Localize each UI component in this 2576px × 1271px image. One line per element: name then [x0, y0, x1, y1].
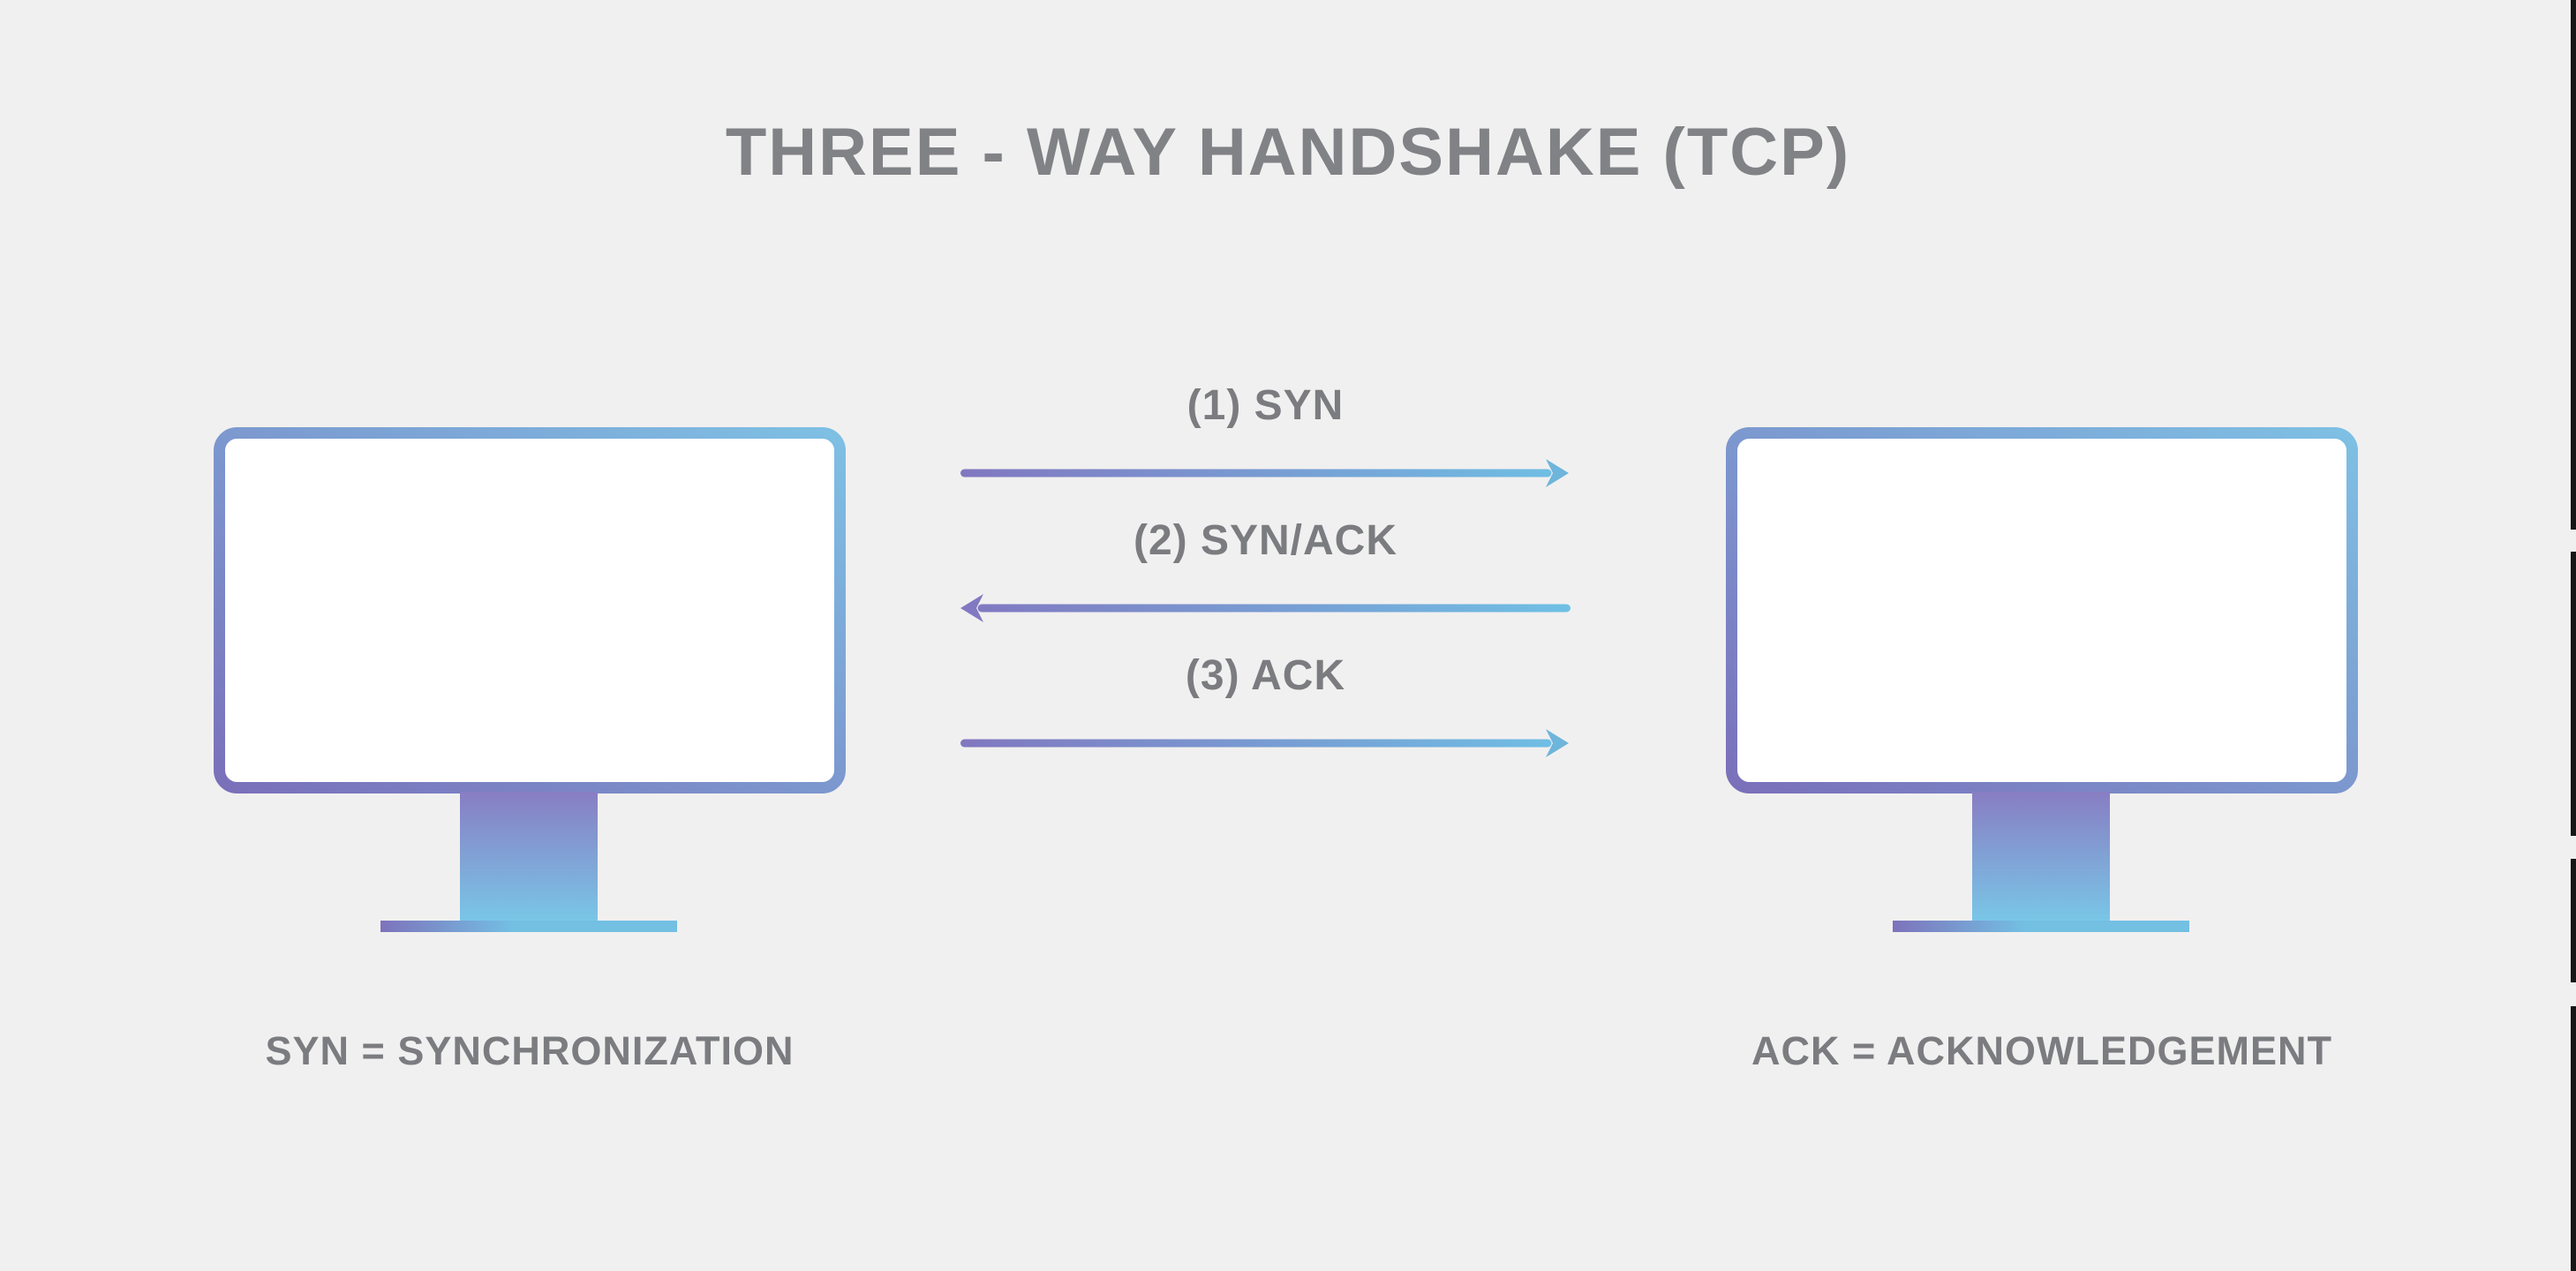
arrow-label-syn: (1) SYN: [1186, 382, 1344, 429]
legend-ack: ACK = ACKNOWLEDGEMENT: [1751, 1028, 2333, 1073]
monitor-base: [380, 921, 677, 932]
monitor-stand: [1972, 792, 2110, 921]
right-edge-artifact: [2571, 552, 2576, 836]
monitor-screen: [214, 427, 846, 793]
monitor-stand: [460, 792, 598, 921]
monitor-base: [1893, 921, 2189, 932]
client-computer-monitor-icon: [214, 427, 846, 932]
arrow-right-syn-icon: [960, 459, 1569, 487]
handshake-sequence: (1) SYN (2) SYN/ACK (3) ACK: [960, 0, 1570, 1271]
right-edge-artifact: [2571, 0, 2576, 530]
monitor-screen: [1726, 427, 2358, 793]
arrow-label-synack: (2) SYN/ACK: [1133, 517, 1398, 564]
arrow-label-ack: (3) ACK: [1185, 652, 1346, 699]
right-edge-artifact: [2571, 1006, 2576, 1271]
right-edge-artifact: [2571, 859, 2576, 982]
page-title: THREE - WAY HANDSHAKE (TCP): [725, 115, 1851, 190]
server-computer-monitor-icon: [1726, 427, 2358, 932]
legend-syn: SYN = SYNCHRONIZATION: [265, 1028, 795, 1073]
arrow-left-synack-icon: [960, 594, 1570, 622]
arrow-right-ack-icon: [960, 729, 1569, 757]
